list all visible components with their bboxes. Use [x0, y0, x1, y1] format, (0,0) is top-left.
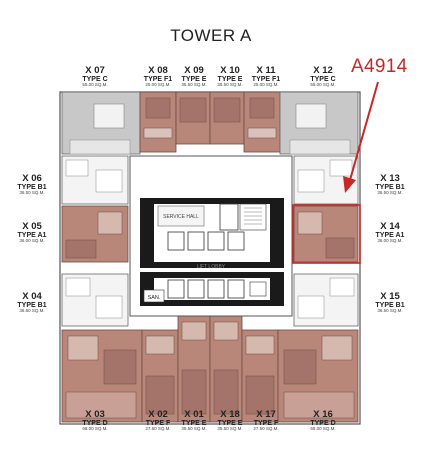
unit-x09-shape[interactable] [175, 91, 211, 145]
unit-x13-shape[interactable] [293, 155, 359, 205]
unit-x11-shape[interactable] [243, 91, 281, 153]
central-core [129, 155, 293, 317]
highlight-box [292, 204, 361, 264]
unit-x03-shape[interactable] [61, 329, 143, 423]
unit-x15-shape[interactable] [293, 273, 359, 327]
page-title: TOWER A [170, 26, 252, 45]
callout-unit-label: A4914 [351, 56, 408, 77]
lift-lobby-label: LIFT LOBBY [197, 264, 226, 270]
unit-x16-shape[interactable] [277, 329, 359, 423]
unit-x06-shape[interactable] [61, 155, 129, 205]
service-hall-label: SERVICE HALL [163, 214, 199, 220]
unit-x08-shape[interactable] [139, 91, 177, 153]
unit-x10-shape[interactable] [209, 91, 245, 145]
unit-x04-shape[interactable] [61, 273, 129, 327]
unit-x18-shape[interactable] [209, 315, 243, 423]
unit-x07-shape[interactable] [61, 91, 141, 155]
unit-x02-shape[interactable] [141, 329, 179, 423]
unit-x01-shape[interactable] [177, 315, 211, 423]
unit-x17-shape[interactable] [241, 329, 279, 423]
unit-x14-shape[interactable] [293, 205, 359, 263]
callout-arrow-icon [343, 81, 379, 193]
san-label: SAN. [148, 295, 161, 301]
unit-x12-shape[interactable] [279, 91, 359, 155]
unit-x05-shape[interactable] [61, 205, 129, 263]
